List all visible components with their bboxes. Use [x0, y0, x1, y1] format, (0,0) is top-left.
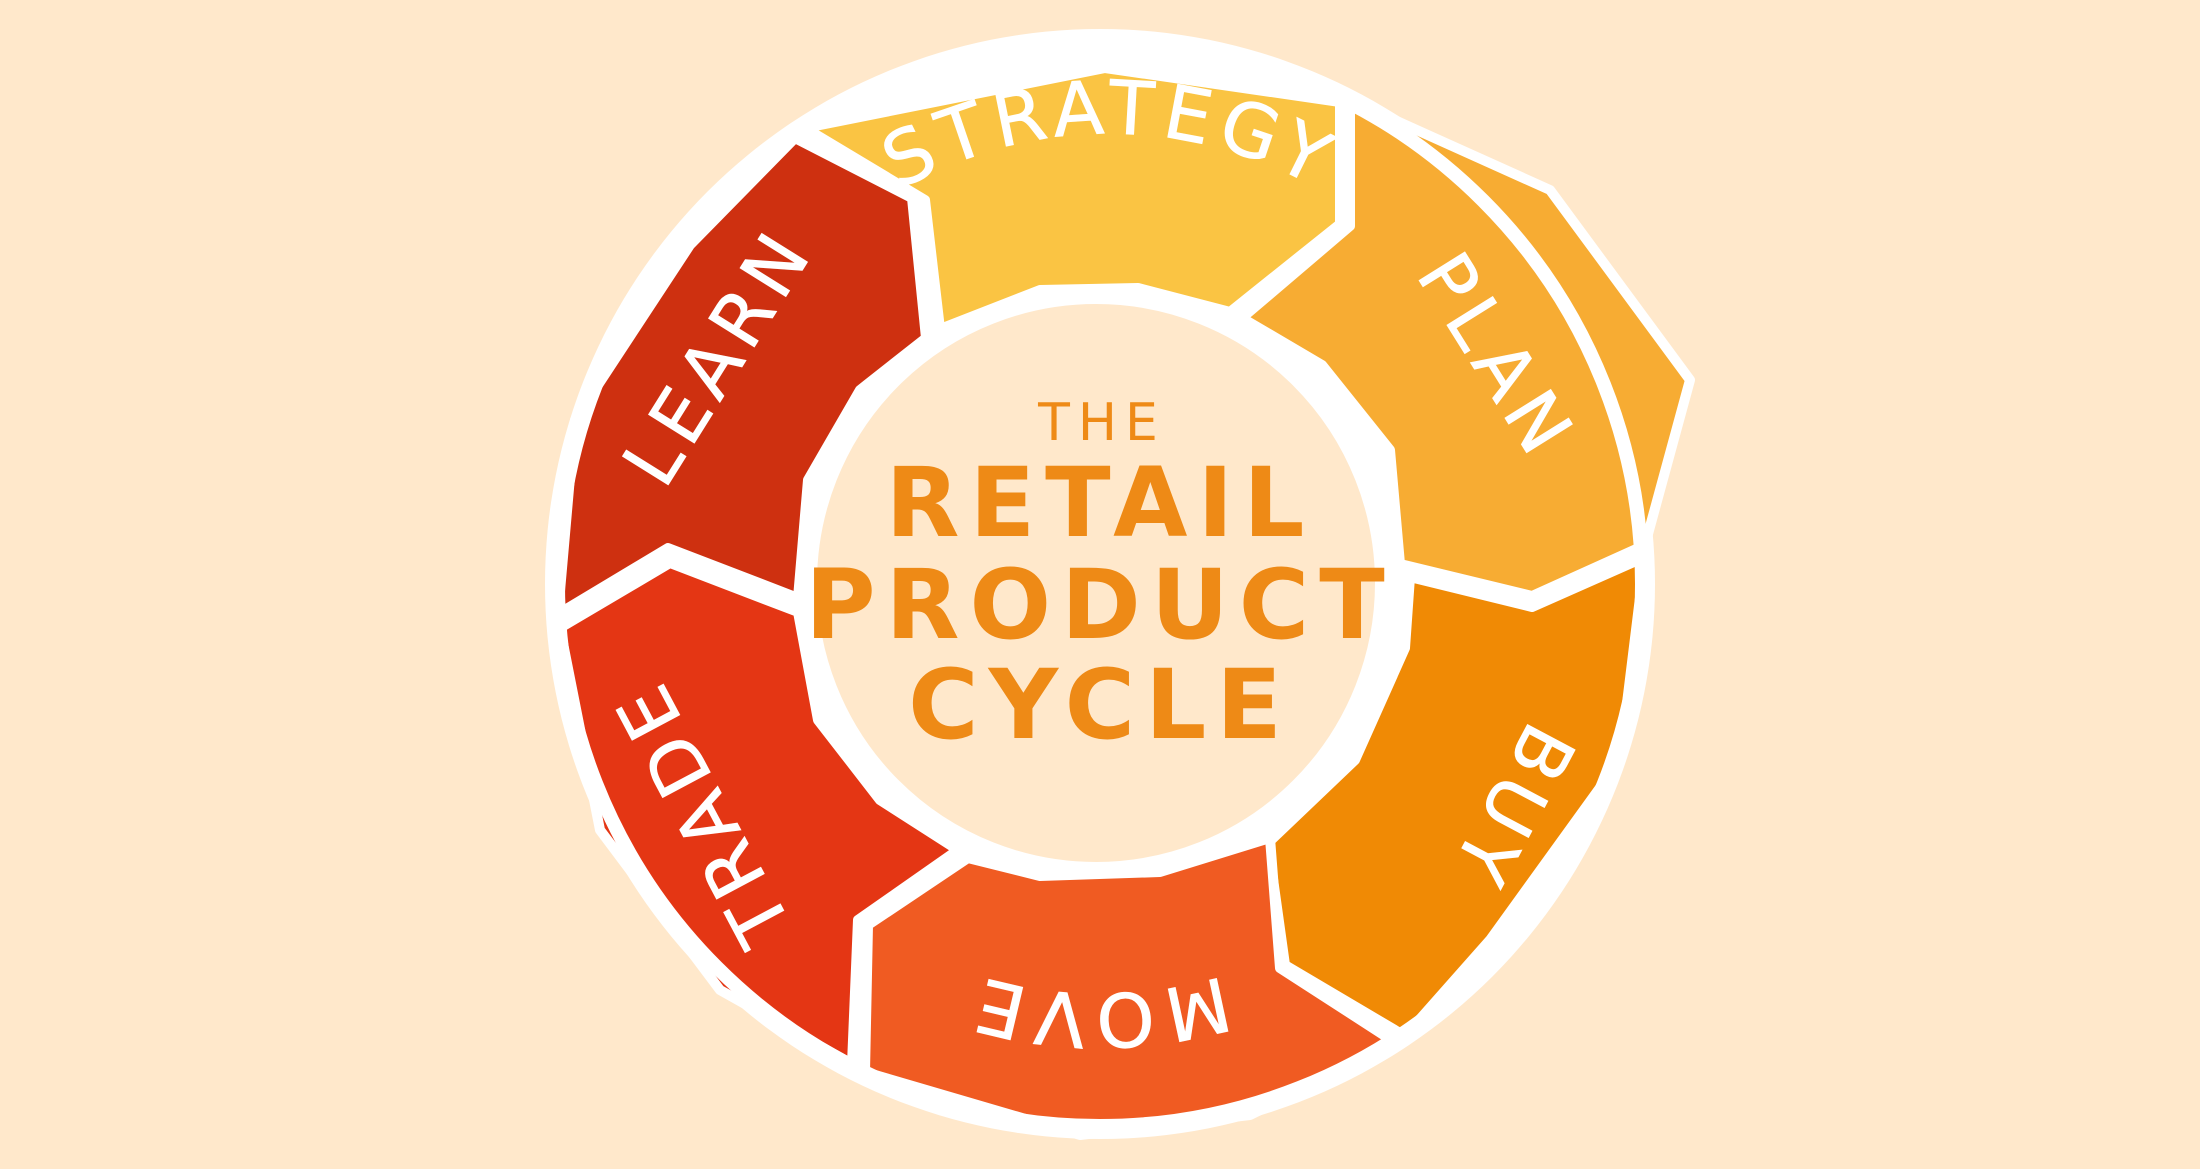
center-title-retail: RETAIL: [886, 447, 1315, 559]
center-title-cycle: CYCLE: [908, 649, 1292, 761]
center-circle: [803, 290, 1389, 876]
segment-strategy[interactable]: [800, 63, 1345, 334]
center-title-product: PRODUCT: [805, 549, 1394, 661]
outer-ring-edge: [551, 35, 1649, 1133]
center-title-the: THE: [1037, 393, 1166, 453]
segment-plan[interactable]: [1237, 95, 1695, 601]
segment-learn[interactable]: [553, 133, 931, 619]
cycle-segments: [553, 63, 1695, 1140]
